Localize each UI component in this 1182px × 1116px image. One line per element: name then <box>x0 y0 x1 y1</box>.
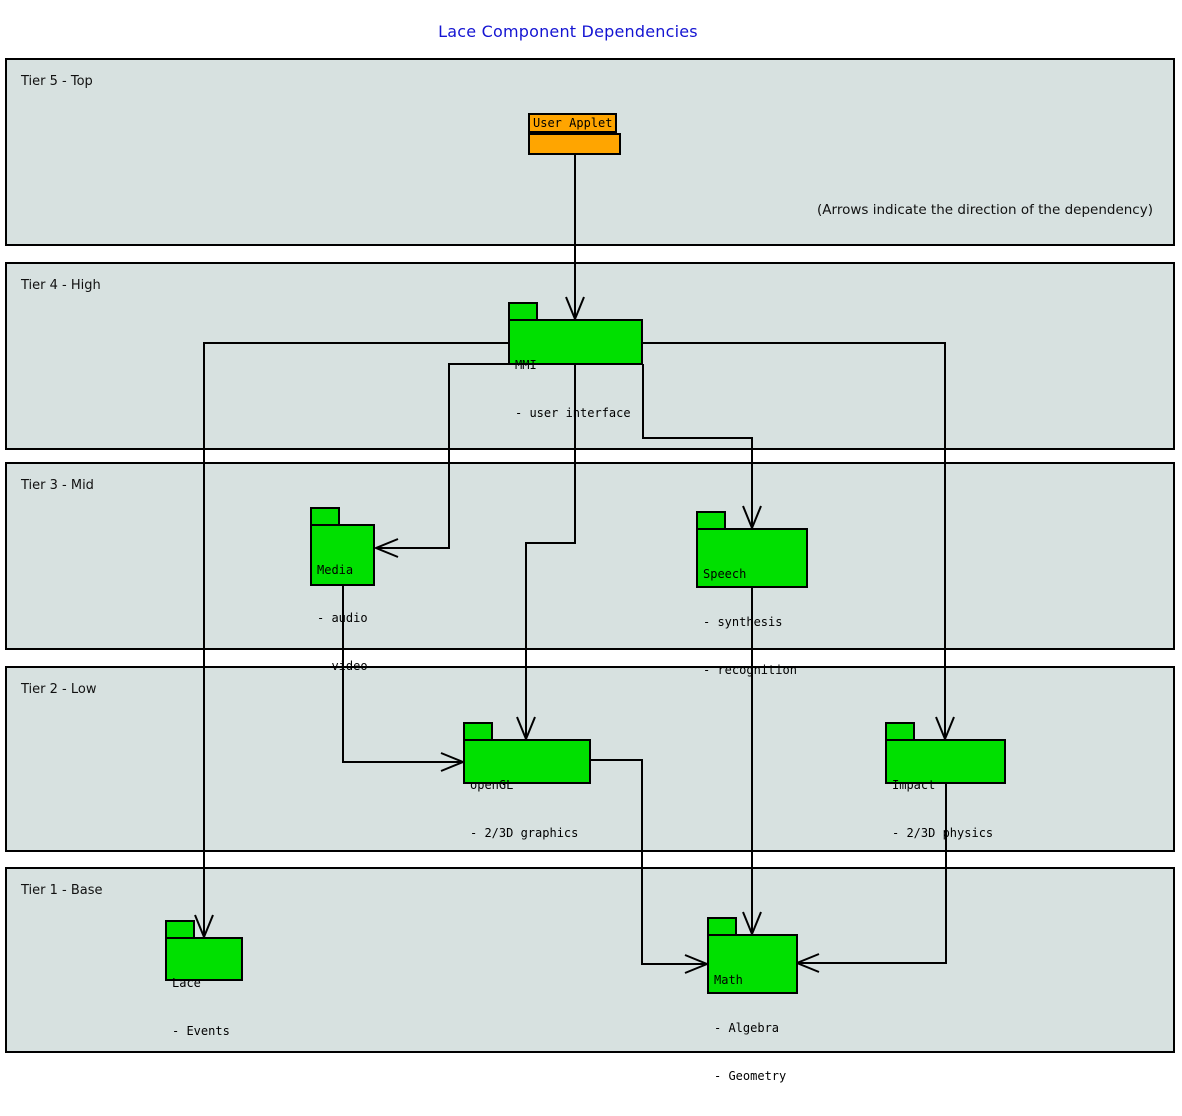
media-name: Media <box>317 563 354 577</box>
node-lace: Lace - Events <box>165 920 243 1038</box>
node-opengl: openGL - 2/3D graphics <box>463 722 591 840</box>
diagram-title: Lace Component Dependencies <box>438 22 698 41</box>
tier-4-label: Tier 4 - High <box>21 278 101 293</box>
user-applet-shell <box>528 133 621 155</box>
media-line: - audio <box>317 611 368 625</box>
impact-line: - 2/3D physics <box>892 826 994 840</box>
tier-3-label: Tier 3 - Mid <box>21 478 94 493</box>
lace-line: - Events <box>172 1024 230 1038</box>
node-mmi: MMI - user interface <box>508 302 643 420</box>
speech-name: Speech <box>703 567 747 581</box>
speech-line: - recognition <box>703 663 797 677</box>
math-line: - Algebra <box>714 1021 780 1035</box>
opengl-line: - 2/3D graphics <box>470 826 579 840</box>
tier-5-label: Tier 5 - Top <box>21 74 93 89</box>
impact-name: Impact <box>892 778 936 792</box>
user-applet-name: User Applet <box>528 113 617 133</box>
tier-band-3: Tier 3 - Mid <box>5 462 1175 650</box>
math-name: Math <box>714 973 743 987</box>
mmi-name: MMI <box>515 358 537 372</box>
dependency-note: (Arrows indicate the direction of the de… <box>817 202 1153 218</box>
mmi-line: - user interface <box>515 406 631 420</box>
node-user-applet: User Applet <box>528 113 621 155</box>
opengl-name: openGL <box>470 778 514 792</box>
media-line: - video <box>317 659 368 673</box>
tier-2-label: Tier 2 - Low <box>21 682 97 697</box>
speech-line: - synthesis <box>703 615 783 629</box>
tier-1-label: Tier 1 - Base <box>21 883 103 898</box>
tier-band-4: Tier 4 - High <box>5 262 1175 450</box>
node-impact: Impact - 2/3D physics <box>885 722 1006 840</box>
math-line: - Geometry <box>714 1069 787 1083</box>
node-math: Math - Algebra - Geometry <box>707 917 798 1083</box>
node-media: Media - audio - video <box>310 507 375 673</box>
lace-name: Lace <box>172 976 201 990</box>
node-speech: Speech - synthesis - recognition <box>696 511 808 677</box>
